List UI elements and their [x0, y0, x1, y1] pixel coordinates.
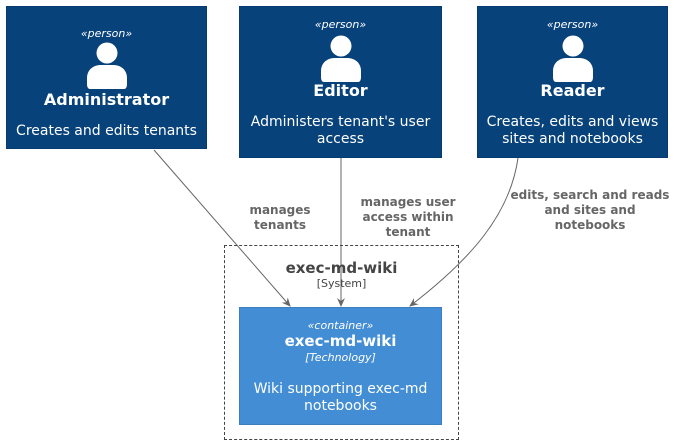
system-title: exec-md-wiki: [285, 259, 398, 277]
person-stereotype: «person»: [546, 18, 599, 31]
arrow-reader-to-container: [409, 157, 519, 307]
person-icon: [86, 42, 127, 89]
person-administrator[interactable]: «person» Administrator Creates and edits…: [6, 6, 207, 149]
arrow-administrator-to-container: [153, 149, 291, 307]
container-exec-md-wiki[interactable]: «container» exec-md-wiki [Technology] Wi…: [239, 307, 442, 425]
person-stereotype: «person»: [80, 27, 133, 40]
container-technology: [Technology]: [305, 351, 376, 364]
person-name: Editor: [313, 81, 368, 100]
system-boundary: [224, 245, 459, 440]
person-editor[interactable]: «person» Editor Administers tenant's use…: [239, 6, 442, 158]
system-type: [System]: [316, 277, 367, 290]
edge-label-edits-search-reads: edits, search and reads and sites and no…: [510, 188, 670, 232]
container-description: Wiki supporting exec-md notebooks: [253, 381, 428, 414]
person-icon: [320, 35, 361, 82]
person-description: Creates, edits and views sites and noteb…: [486, 114, 659, 147]
person-icon: [552, 35, 593, 82]
person-description: Administers tenant's user access: [250, 114, 431, 147]
person-reader[interactable]: «person» Reader Creates, edits and views…: [477, 6, 668, 158]
edge-label-manages-user-access: manages user access within tenant: [360, 195, 456, 239]
person-description: Creates and edits tenants: [16, 123, 197, 139]
person-name: Reader: [540, 81, 605, 100]
container-stereotype: «container»: [307, 319, 374, 332]
person-name: Administrator: [43, 90, 170, 109]
edge-label-manages-tenants: manages tenants: [249, 203, 311, 232]
container-name: exec-md-wiki: [284, 332, 397, 350]
person-stereotype: «person»: [314, 18, 367, 31]
